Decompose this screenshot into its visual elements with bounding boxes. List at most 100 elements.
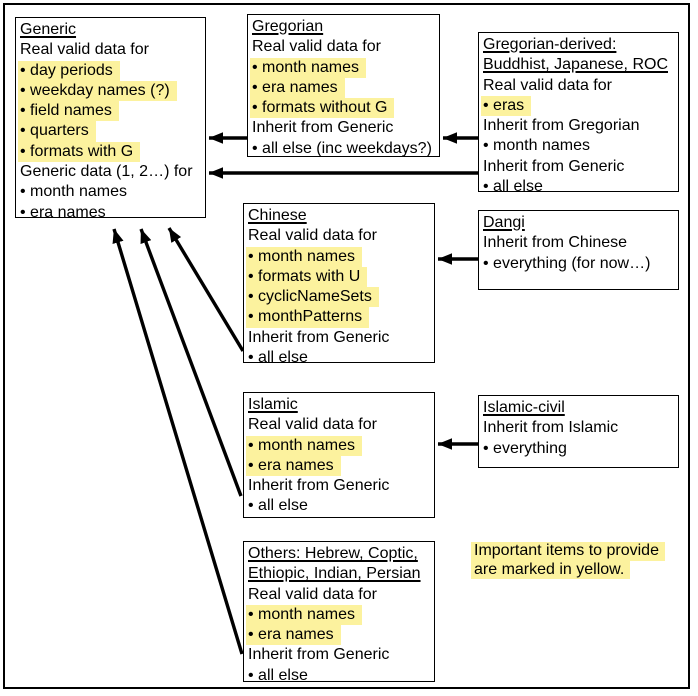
text-line: • all else <box>248 666 434 686</box>
gregorian-box: Gregorian Real valid data for • month na… <box>247 14 440 157</box>
line-text: • all else <box>248 666 308 684</box>
chinese-title: Chinese <box>248 207 307 224</box>
others-title: Others: Hebrew, Coptic, <box>248 545 418 562</box>
text-line: • month names <box>250 57 439 78</box>
text-line: • era names <box>20 203 205 223</box>
text-line: • day periods <box>18 60 205 81</box>
line-text: Inherit from Generic <box>252 119 394 137</box>
line-text: Real valid data for <box>483 76 612 94</box>
text-line: Inherit from Chinese <box>483 233 678 253</box>
others-box: Others: Hebrew, Coptic, Ethiopic, Indian… <box>243 541 435 684</box>
generic-title: Generic <box>20 21 77 38</box>
generic-box: Generic Real valid data for • day period… <box>15 17 206 221</box>
highlighted-item: • weekday names (?) <box>18 80 177 102</box>
text-line: • month names <box>20 182 205 202</box>
dangi-title: Dangi <box>483 214 525 231</box>
text-line: Inherit from Generic <box>248 645 434 665</box>
note-important-items: Important items to provide are marked in… <box>471 542 665 580</box>
highlighted-item: • cyclicNameSets <box>246 287 379 308</box>
note-text: are marked in yellow. <box>471 560 631 580</box>
box-title: Gregorian <box>252 17 439 37</box>
gregorian-derived-title-2: Buddhist, Japanese, ROC <box>483 56 668 74</box>
box-title: Generic <box>20 20 205 40</box>
text-line: • all else <box>248 496 434 516</box>
line-text: Generic data (1, 2…) for <box>20 163 193 181</box>
islamic-civil-title: Islamic-civil <box>483 399 565 416</box>
chinese-box: Chinese Real valid data for • month name… <box>243 203 435 366</box>
text-line: Inherit from Generic <box>252 118 439 138</box>
text-line: Real valid data for <box>20 40 205 60</box>
text-line: • formats with U <box>246 266 434 288</box>
text-line: • cyclicNameSets <box>246 287 434 308</box>
islamic-box: Islamic Real valid data for • month name… <box>243 392 435 518</box>
text-line: • all else (inc weekdays?) <box>252 139 439 159</box>
highlighted-item: • month names <box>250 57 366 78</box>
box-title: Dangi <box>483 213 678 233</box>
text-line: Inherit from Generic <box>248 476 434 496</box>
text-line: • eras <box>481 95 678 117</box>
line-text: • month names <box>20 183 127 201</box>
line-text: Real valid data for <box>20 41 149 59</box>
text-line: Real valid data for <box>248 415 434 435</box>
text-line: • formats with G <box>18 141 205 163</box>
line-text: • month names <box>483 137 590 155</box>
highlighted-item: • month names <box>246 246 362 267</box>
text-line: • all else <box>248 348 434 368</box>
gregorian-derived-title: Gregorian-derived: <box>483 36 617 53</box>
highlighted-item: • day periods <box>18 60 120 81</box>
note-line: Important items to provide <box>471 542 665 561</box>
text-line: • era names <box>246 625 434 646</box>
text-line: • era names <box>246 455 434 477</box>
text-line: Real valid data for <box>252 37 439 57</box>
box-title: Gregorian-derived: <box>483 35 678 55</box>
text-line: Inherit from Generic <box>248 328 434 348</box>
text-line: • month names <box>483 136 678 156</box>
highlighted-item: • field names <box>18 101 119 122</box>
highlighted-item: • month names <box>246 435 362 456</box>
line-text: • all else (inc weekdays?) <box>252 139 432 157</box>
highlighted-item: • eras <box>481 95 532 117</box>
text-line: • field names <box>18 101 205 122</box>
text-line: • month names <box>246 246 434 267</box>
text-line: • quarters <box>18 121 205 142</box>
text-line: • month names <box>246 604 434 626</box>
box-title: Islamic <box>248 395 434 415</box>
text-line: • everything <box>483 439 678 459</box>
box-title: Others: Hebrew, Coptic, <box>248 544 434 564</box>
highlighted-item: • formats without G <box>250 98 395 119</box>
line-text: Inherit from Generic <box>248 477 390 495</box>
dangi-box: Dangi Inherit from Chinese • everything … <box>478 210 679 290</box>
box-title: Chinese <box>248 206 434 226</box>
line-text: • all else <box>483 178 543 196</box>
islamic-title: Islamic <box>248 396 298 413</box>
text-line: • monthPatterns <box>246 307 434 328</box>
line-text: • all else <box>248 349 308 367</box>
highlighted-item: • formats with U <box>246 266 368 288</box>
line-text: Inherit from Generic <box>248 328 390 346</box>
text-line: Real valid data for <box>483 76 678 96</box>
text-line: • weekday names (?) <box>18 80 205 102</box>
text-line: • month names <box>246 435 434 456</box>
highlighted-item: • formats with G <box>18 141 141 163</box>
highlighted-item: • month names <box>246 604 362 626</box>
highlighted-item: • monthPatterns <box>246 307 370 328</box>
box-title: Buddhist, Japanese, ROC <box>483 55 678 75</box>
line-text: • everything <box>483 439 567 457</box>
note-text: Important items to provide <box>471 542 665 561</box>
box-title: Ethiopic, Indian, Persian <box>248 564 434 584</box>
text-line: Inherit from Gregorian <box>483 116 678 136</box>
note-line: are marked in yellow. <box>471 560 665 580</box>
text-line: Real valid data for <box>248 226 434 246</box>
islamic-civil-box: Islamic-civil Inherit from Islamic • eve… <box>478 395 679 468</box>
highlighted-item: • quarters <box>18 121 96 142</box>
highlighted-item: • era names <box>246 455 341 477</box>
text-line: Generic data (1, 2…) for <box>20 162 205 182</box>
line-text: Inherit from Generic <box>248 646 390 664</box>
line-text: Real valid data for <box>248 585 377 603</box>
line-text: Real valid data for <box>252 38 381 56</box>
line-text: Inherit from Generic <box>483 157 625 175</box>
text-line: Real valid data for <box>248 585 434 605</box>
line-text: • era names <box>20 203 106 221</box>
line-text: Inherit from Islamic <box>483 419 619 437</box>
highlighted-item: • era names <box>246 625 341 646</box>
